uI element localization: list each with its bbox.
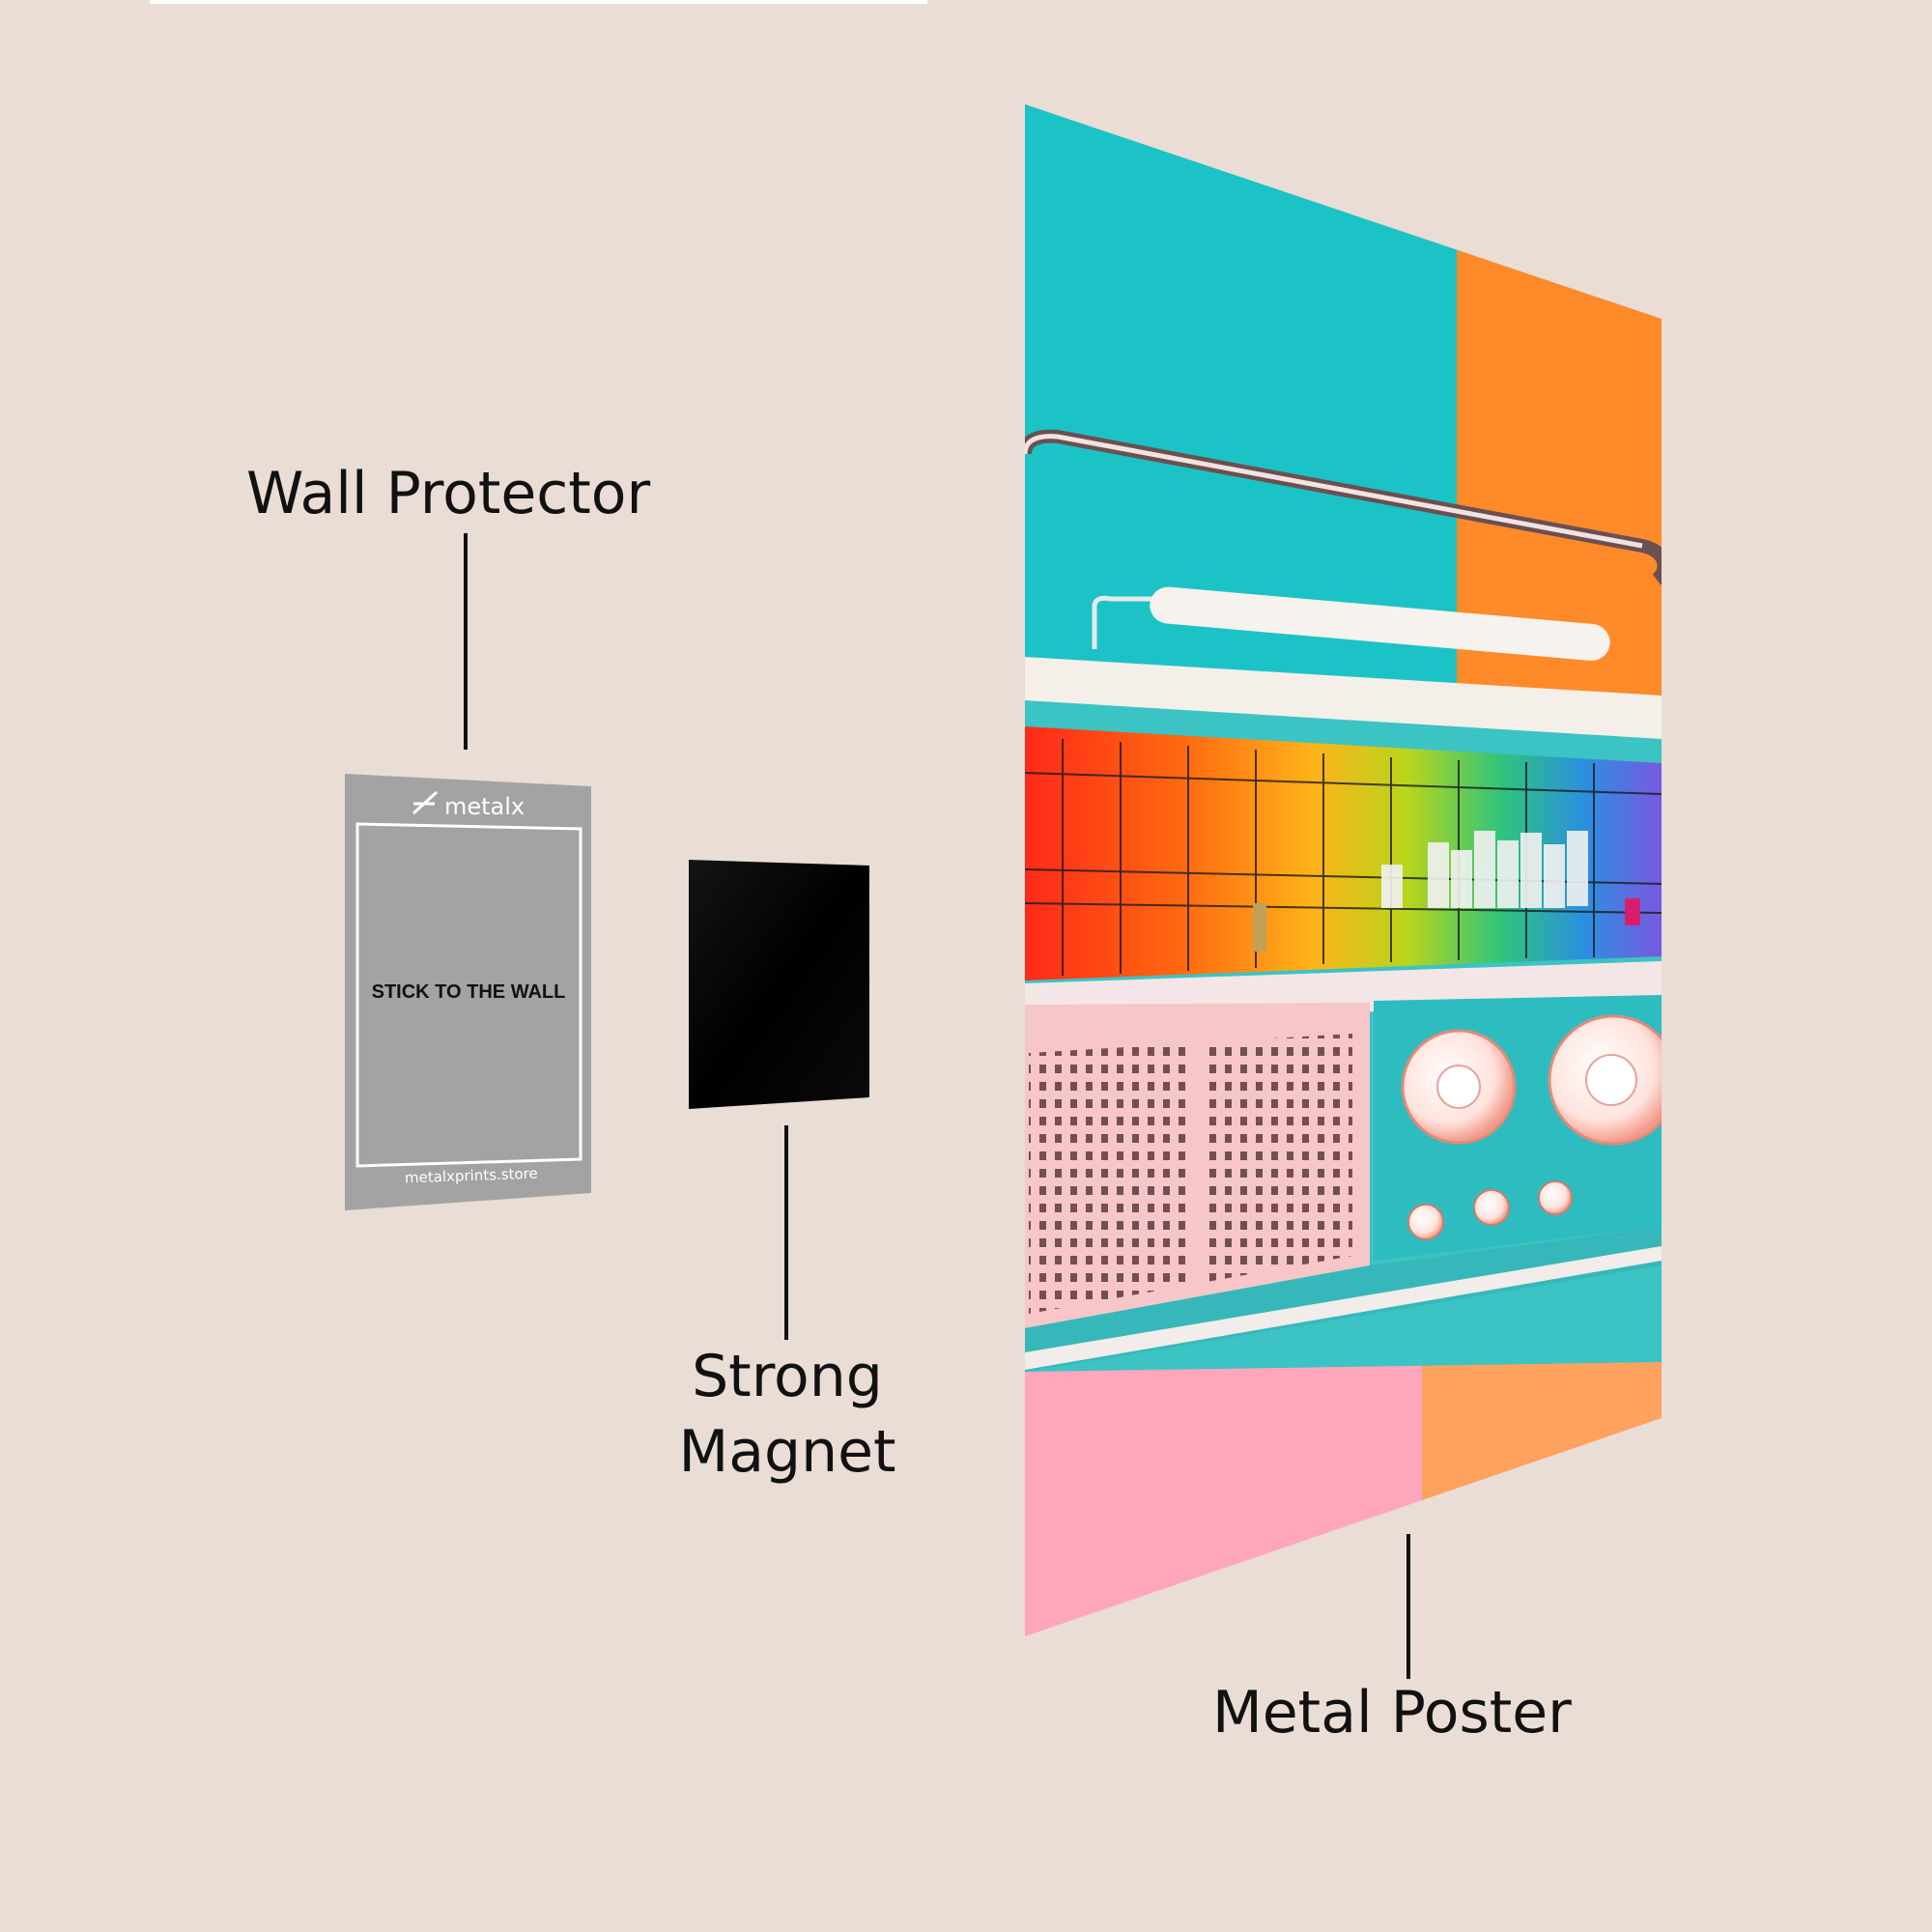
metal-poster: [1025, 104, 1662, 1636]
speaker-grille: [1029, 1034, 1352, 1314]
wall-protector-label: Wall Protector: [246, 460, 651, 527]
wall-protector-leader-line: [464, 533, 468, 750]
strong-magnet-label-line1: Strong: [692, 1343, 883, 1410]
metal-poster-leader-line: [1406, 1534, 1410, 1679]
metalx-logo-icon: [412, 790, 439, 815]
protector-website: metalxprints.store: [405, 1165, 538, 1187]
strong-magnet-label: Strong Magnet: [570, 1339, 1005, 1490]
top-edge-strip: [150, 0, 927, 4]
protector-instruction: STICK TO THE WALL: [372, 981, 566, 1003]
strong-magnet-plate: [689, 860, 869, 1109]
radio-button-2: [1473, 1189, 1510, 1226]
metal-poster-label: Metal Poster: [1212, 1679, 1572, 1747]
radio-button-3: [1538, 1180, 1573, 1215]
strong-magnet-leader-line: [784, 1125, 788, 1340]
radio-button-1: [1407, 1204, 1444, 1240]
radio-handle-highlight: [1025, 434, 1643, 549]
wall-protector-card: metalx STICK TO THE WALL metalxprints.st…: [345, 774, 591, 1210]
strong-magnet-label-line2: Magnet: [678, 1418, 896, 1486]
protector-brand: metalx: [444, 793, 525, 820]
radio-top-bar: [1150, 586, 1610, 661]
radio-dial-window: [1025, 726, 1662, 980]
